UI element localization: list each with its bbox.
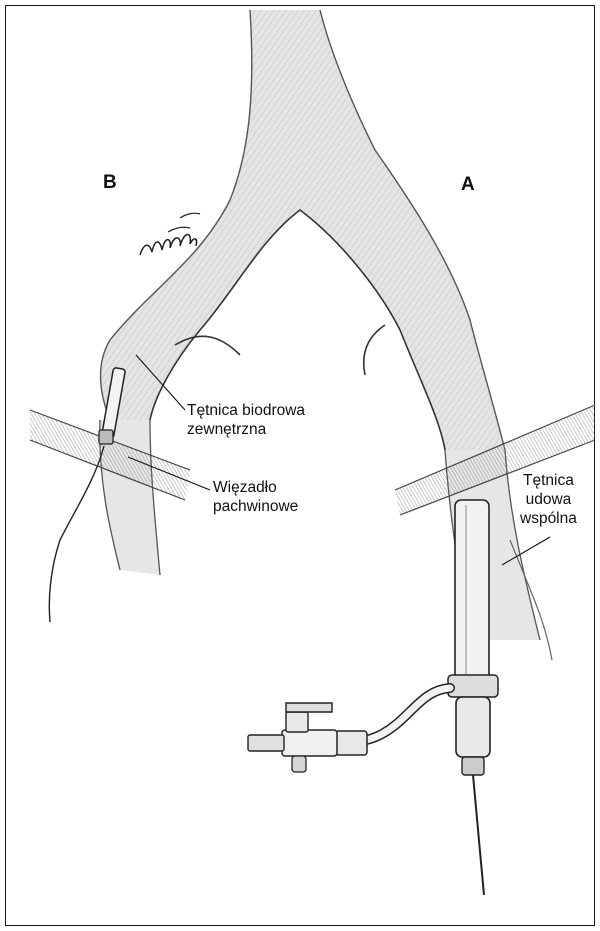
panel-label-a: A bbox=[461, 174, 475, 196]
label-common-femoral-line1: Tętnica bbox=[520, 471, 577, 490]
label-common-femoral-line2: udowa bbox=[520, 490, 577, 509]
label-inguinal-ligament-line1: Więzadło bbox=[213, 478, 298, 497]
label-inguinal-ligament-line2: pachwinowe bbox=[213, 497, 298, 516]
artist-signature bbox=[140, 213, 200, 255]
label-external-iliac-line2: zewnętrzna bbox=[187, 420, 305, 439]
label-common-femoral-artery: Tętnica udowa wspólna bbox=[520, 471, 577, 528]
label-external-iliac-artery: Tętnica biodrowa zewnętrzna bbox=[187, 401, 305, 439]
label-common-femoral-line3: wspólna bbox=[520, 509, 577, 528]
label-inguinal-ligament: Więzadło pachwinowe bbox=[213, 478, 298, 516]
right-sheath bbox=[248, 500, 498, 895]
label-external-iliac-line1: Tętnica biodrowa bbox=[187, 401, 305, 420]
panel-label-b: B bbox=[103, 172, 117, 194]
